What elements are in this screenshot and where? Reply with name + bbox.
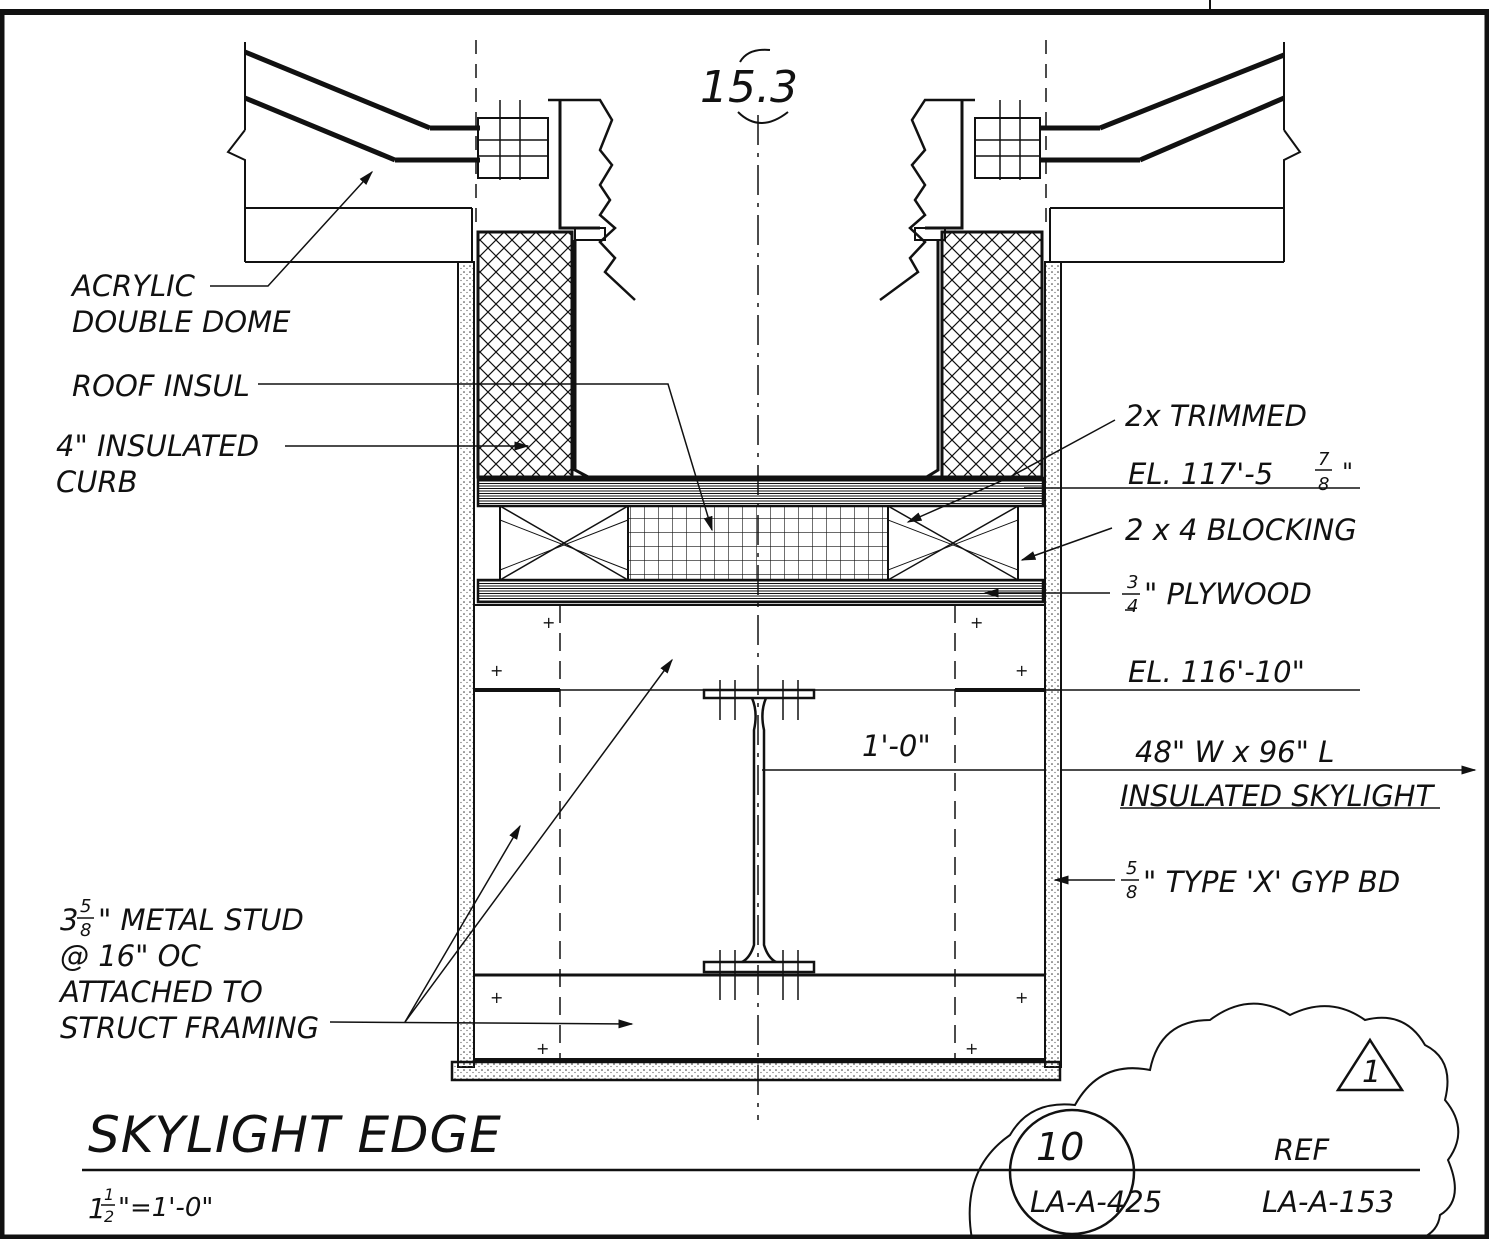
drawing-title: SKYLIGHT EDGE — [88, 1106, 502, 1164]
svg-text:+: + — [1015, 661, 1028, 680]
detail-sheet: LA-A-425 — [1030, 1185, 1162, 1219]
svg-text:+: + — [542, 613, 555, 632]
center-lines — [475, 40, 1047, 1120]
scale-whole: 1 — [88, 1192, 106, 1225]
scale-denominator: 2 — [104, 1207, 114, 1226]
steel-i-beam — [702, 680, 816, 1000]
svg-text:+: + — [536, 1039, 549, 1058]
stud-line3: ATTACHED TO — [58, 975, 263, 1009]
label-acrylic-dome-2: DOUBLE DOME — [72, 305, 291, 339]
structural-framing: + + + + + + + + — [450, 604, 1062, 1082]
label-dimension: 1'-0" — [862, 729, 931, 763]
detail-reference: 10 LA-A-425 REF LA-A-153 — [1008, 1108, 1394, 1236]
ref-label: REF — [1274, 1133, 1330, 1167]
insulated-curb-left — [476, 230, 591, 480]
scale-numerator: 1 — [104, 1185, 114, 1204]
label-acrylic-dome: ACRYLIC — [70, 269, 196, 303]
stud-numerator: 5 — [80, 896, 91, 917]
gyp-text: " TYPE 'X' GYP BD — [1143, 865, 1400, 899]
gyp-board-right — [1044, 261, 1062, 1068]
stud-line2: @ 16" OC — [60, 939, 202, 973]
label-2x-trimmed: 2x TRIMMED — [1125, 399, 1307, 433]
detail-number: 10 — [1036, 1125, 1084, 1169]
label-blocking: 2 x 4 BLOCKING — [1125, 513, 1357, 547]
drawing-scale: 1 1 2 "=1'-0" — [88, 1185, 213, 1226]
stud-whole: 3 — [60, 903, 78, 937]
grid-marker-label: 15.3 — [700, 62, 798, 113]
gyp-denominator: 8 — [1126, 882, 1137, 903]
label-roof-insul: ROOF INSUL — [72, 369, 250, 403]
skylight-frame-left — [477, 98, 636, 301]
ref-sheet: LA-A-153 — [1262, 1185, 1394, 1219]
label-insulated-curb: 4" INSULATED — [56, 429, 259, 463]
gyp-numerator: 5 — [1126, 858, 1137, 879]
stud-line1: " METAL STUD — [98, 903, 304, 937]
revision-delta: 1 — [1335, 1037, 1405, 1092]
svg-text:+: + — [1015, 988, 1028, 1007]
el-top-prefix: EL. 117'-5 — [1128, 457, 1273, 491]
blocking-assembly — [476, 475, 1045, 604]
el-top-suffix: " — [1342, 458, 1353, 486]
svg-text:+: + — [490, 661, 503, 680]
scale-text: "=1'-0" — [118, 1193, 213, 1223]
roof-deck-left — [226, 42, 480, 263]
insulated-curb-right — [924, 230, 1044, 480]
label-metal-stud: 3 5 8 " METAL STUD @ 16" OC ATTACHED TO … — [58, 896, 319, 1045]
svg-text:+: + — [965, 1039, 978, 1058]
plywood-numerator: 3 — [1127, 572, 1138, 593]
label-el-top: EL. 117'-5 7 8 " — [1128, 449, 1353, 495]
stud-line4: STRUCT FRAMING — [60, 1011, 319, 1045]
el-top-denominator: 8 — [1318, 474, 1329, 495]
roof-deck-right — [1040, 42, 1302, 263]
label-plywood: 3 4 " PLYWOOD — [1122, 572, 1312, 617]
revision-cloud — [968, 1002, 1460, 1239]
plywood-denominator: 4 — [1127, 596, 1138, 617]
svg-text:+: + — [970, 613, 983, 632]
stud-denominator: 8 — [80, 920, 91, 941]
label-insulated-curb-2: CURB — [56, 465, 138, 499]
grid-marker: 15.3 — [700, 48, 798, 124]
label-skylight-size: 48" W x 96" L — [1135, 735, 1334, 769]
el-top-numerator: 7 — [1318, 449, 1330, 470]
revision-mark: 1 — [1362, 1055, 1381, 1090]
plywood-text: " PLYWOOD — [1144, 577, 1312, 611]
svg-text:+: + — [490, 988, 503, 1007]
leader-lines — [210, 170, 1477, 1029]
label-gyp-board: 5 8 " TYPE 'X' GYP BD — [1121, 858, 1400, 903]
label-el-bottom: EL. 116'-10" — [1128, 655, 1305, 689]
label-insulated-skylight: INSULATED SKYLIGHT — [1120, 779, 1435, 813]
